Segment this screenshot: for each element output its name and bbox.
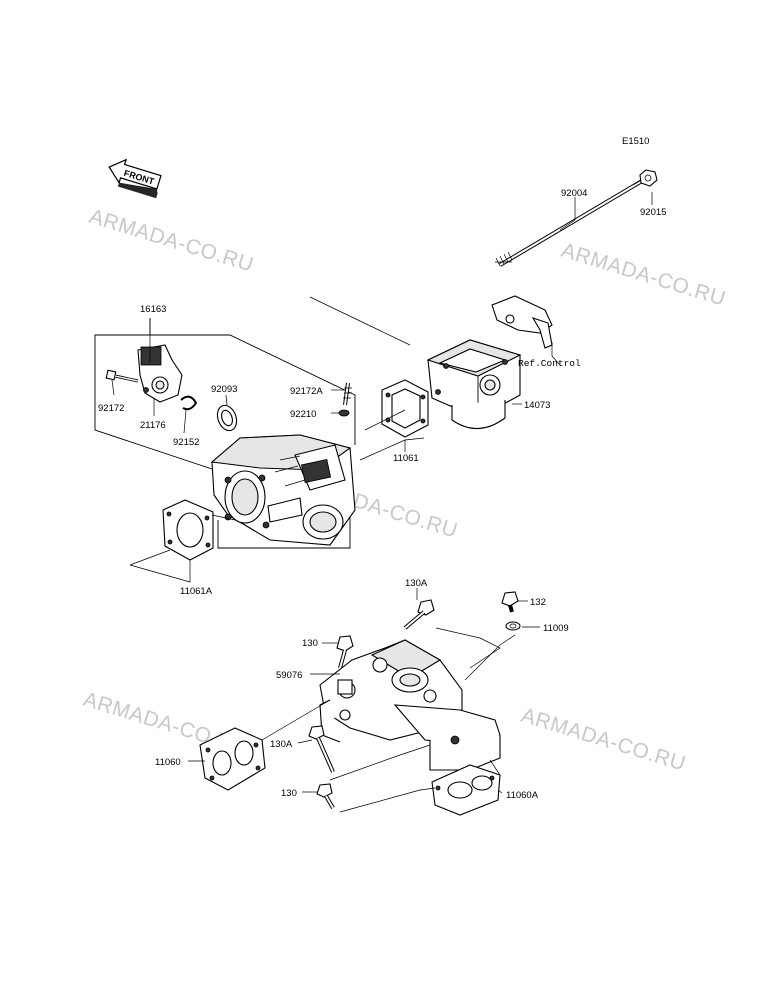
part-14073-intake-duct bbox=[426, 339, 522, 430]
watermark-5: ARMADA-CO.RU bbox=[519, 704, 689, 776]
part-92152-clip bbox=[180, 395, 198, 411]
part-11009-washer bbox=[505, 621, 521, 631]
part-92172-bolt bbox=[105, 369, 139, 383]
part-130A-lower-bolt bbox=[308, 725, 335, 773]
part-130A-upper-bolt bbox=[403, 599, 435, 630]
part-92093-oring bbox=[216, 404, 238, 432]
label-132: 132 bbox=[530, 597, 546, 608]
label-11060A: 11060A bbox=[506, 790, 539, 801]
label-59076: 59076 bbox=[276, 670, 302, 681]
diagram-code: E1510 bbox=[622, 136, 649, 147]
part-92210-washer bbox=[338, 409, 350, 417]
part-11061A-gasket bbox=[162, 499, 214, 561]
part-92015-nut bbox=[639, 169, 658, 187]
part-11060A-gasket bbox=[431, 764, 501, 816]
label-130A-top: 130A bbox=[405, 578, 428, 589]
label-92004: 92004 bbox=[561, 188, 587, 199]
leader-lines bbox=[111, 192, 653, 813]
control-bracket bbox=[491, 295, 553, 349]
label-21176: 21176 bbox=[140, 420, 166, 431]
label-11009: 11009 bbox=[543, 623, 569, 634]
label-130-top: 130 bbox=[302, 638, 318, 649]
part-21176-sensor bbox=[137, 344, 183, 403]
label-92152: 92152 bbox=[173, 437, 199, 448]
label-92093: 92093 bbox=[211, 384, 237, 395]
watermark-1: ARMADA-CO.RU bbox=[87, 205, 257, 277]
part-130-upper-bolt bbox=[336, 635, 354, 669]
part-11060-gasket bbox=[199, 727, 266, 791]
part-92172A-screw bbox=[343, 382, 352, 406]
label-130A-low: 130A bbox=[270, 739, 293, 750]
label-92172: 92172 bbox=[98, 403, 124, 414]
part-130-lower-bolt bbox=[316, 783, 335, 810]
label-ref-control: Ref.Control bbox=[518, 358, 581, 369]
part-labels: 92004 92015 Ref.Control 14073 11061 1616… bbox=[98, 188, 666, 801]
label-11061: 11061 bbox=[393, 453, 419, 464]
part-59076-manifold bbox=[319, 639, 501, 771]
front-arrow-icon: FRONT bbox=[108, 158, 162, 199]
throttle-body bbox=[210, 434, 356, 546]
label-92210: 92210 bbox=[290, 409, 316, 420]
watermark-2: ARMADA-CO.RU bbox=[559, 239, 729, 311]
label-14073: 14073 bbox=[524, 400, 550, 411]
part-11061-gasket bbox=[381, 379, 429, 438]
label-92172A: 92172A bbox=[290, 386, 323, 397]
part-132-bolt bbox=[501, 591, 519, 613]
label-130-low: 130 bbox=[281, 788, 297, 799]
label-11060: 11060 bbox=[155, 757, 181, 768]
label-16163: 16163 bbox=[140, 304, 166, 315]
label-92015: 92015 bbox=[640, 207, 666, 218]
label-11061A: 11061A bbox=[180, 586, 213, 597]
